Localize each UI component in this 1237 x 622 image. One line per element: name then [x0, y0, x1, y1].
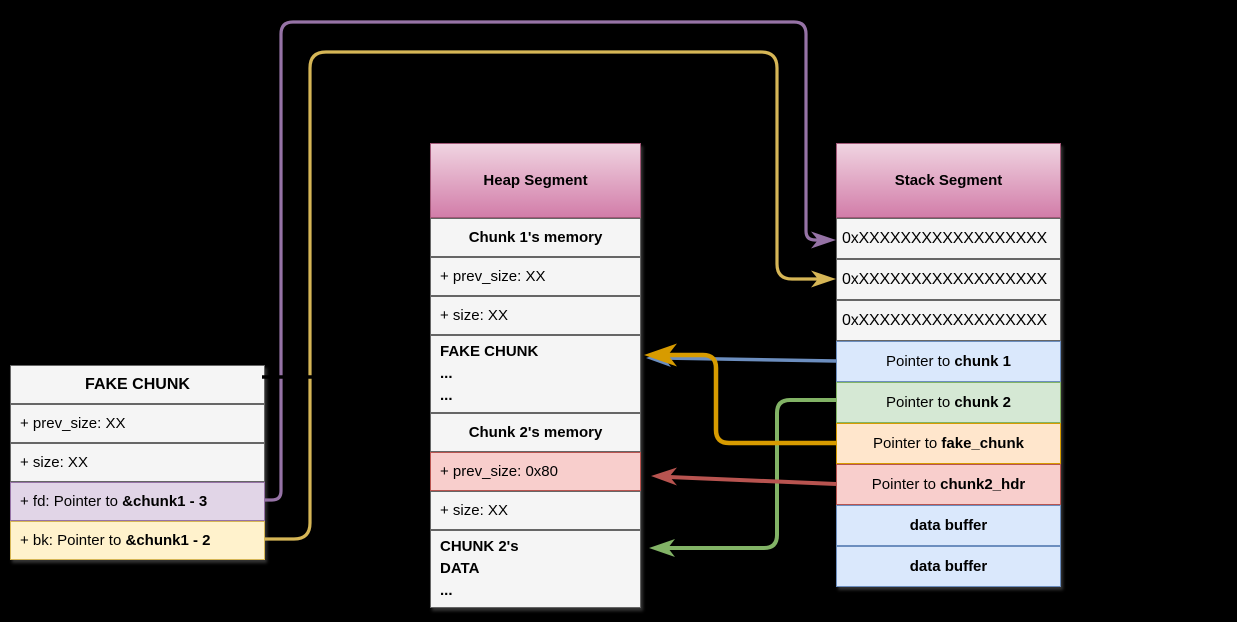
chunk2-hdr-pointer-arrow — [651, 467, 837, 486]
row-label: + prev_size: XX — [440, 268, 546, 285]
row-line: ... — [440, 365, 453, 382]
fake-chunk-table: FAKE CHUNK + prev_size: XX + size: XX + … — [10, 365, 265, 560]
stack-data-buffer-row-2: data buffer — [836, 546, 1061, 587]
row-label: + prev_size: 0x80 — [440, 463, 558, 480]
chunk2-pointer-arrow — [649, 398, 836, 557]
stack-data-buffer-row-1: data buffer — [836, 505, 1061, 546]
stack-address-slot-2: 0xXXXXXXXXXXXXXXXXXX — [836, 259, 1061, 300]
row-line: ... — [440, 582, 453, 599]
stack-address-slot-1: 0xXXXXXXXXXXXXXXXXXX — [836, 218, 1061, 259]
heap-chunk2-size-row: + size: XX — [430, 491, 641, 530]
heap-fake-chunk-region-row: FAKE CHUNK ... ... — [430, 335, 641, 413]
row-line: FAKE CHUNK — [440, 343, 539, 360]
heap-segment-table: Heap Segment Chunk 1's memory + prev_siz… — [430, 143, 641, 608]
row-label: data buffer — [909, 558, 988, 575]
heap-chunk1-prev-size-row: + prev_size: XX — [430, 257, 641, 296]
row-label: + bk: Pointer to &chunk1 - 2 — [20, 532, 211, 549]
fake-chunk-size-row: + size: XX — [10, 443, 265, 482]
row-line: CHUNK 2's — [440, 538, 519, 555]
row-label: Chunk 2's memory — [468, 424, 603, 441]
stack-pointer-to-chunk2-hdr-row: Pointer to chunk2_hdr — [836, 464, 1061, 505]
row-label: + size: XX — [440, 307, 508, 324]
heap-chunk2-data-row: CHUNK 2's DATA ... — [430, 530, 641, 608]
row-label: Chunk 1's memory — [468, 229, 603, 246]
row-line: ... — [440, 387, 453, 404]
row-label: 0xXXXXXXXXXXXXXXXXXX — [842, 229, 1047, 247]
fake-chunk-prev-size-row: + prev_size: XX — [10, 404, 265, 443]
heap-segment-title: Heap Segment — [430, 143, 641, 218]
stack-pointer-to-chunk2-row: Pointer to chunk 2 — [836, 382, 1061, 423]
stack-segment-table: Stack Segment 0xXXXXXXXXXXXXXXXXXX 0xXXX… — [836, 143, 1061, 587]
row-label: 0xXXXXXXXXXXXXXXXXXX — [842, 311, 1047, 329]
fake-chunk-fd-row: + fd: Pointer to &chunk1 - 3 — [10, 482, 265, 521]
heap-chunk2-prev-size-row: + prev_size: 0x80 — [430, 452, 641, 491]
row-label: Pointer to chunk 2 — [885, 394, 1012, 411]
row-label: + prev_size: XX — [20, 415, 126, 432]
fake-chunk-table-title: FAKE CHUNK — [10, 365, 265, 404]
heap-chunk2-memory-row: Chunk 2's memory — [430, 413, 641, 452]
row-label: Pointer to chunk2_hdr — [871, 476, 1026, 493]
row-label: Pointer to chunk 1 — [885, 353, 1012, 370]
row-label: Pointer to fake_chunk — [873, 435, 1024, 452]
row-label: data buffer — [909, 517, 988, 534]
row-label: + size: XX — [440, 502, 508, 519]
row-label: + size: XX — [20, 454, 88, 471]
fake-chunk-bk-row: + bk: Pointer to &chunk1 - 2 — [10, 521, 265, 560]
stack-pointer-to-chunk1-row: Pointer to chunk 1 — [836, 341, 1061, 382]
stack-address-slot-3: 0xXXXXXXXXXXXXXXXXXX — [836, 300, 1061, 341]
stack-pointer-to-fake-chunk-row: Pointer to fake_chunk — [836, 423, 1061, 464]
heap-chunk1-size-row: + size: XX — [430, 296, 641, 335]
heap-chunk1-memory-row: Chunk 1's memory — [430, 218, 641, 257]
stack-segment-title: Stack Segment — [836, 143, 1061, 218]
row-line: DATA — [440, 560, 480, 577]
chunk1-pointer-arrow — [646, 349, 837, 367]
fake-chunk-pointer-arrow — [644, 343, 836, 446]
row-label: 0xXXXXXXXXXXXXXXXXXX — [842, 270, 1047, 288]
row-label: + fd: Pointer to &chunk1 - 3 — [20, 493, 208, 510]
